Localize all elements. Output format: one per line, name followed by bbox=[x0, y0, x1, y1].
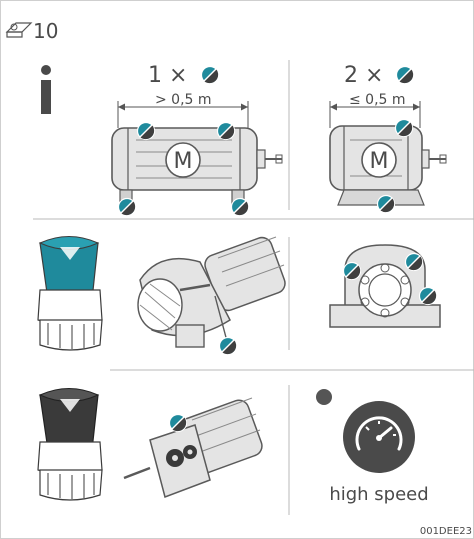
sensor-teal bbox=[37, 236, 103, 351]
panel-high-speed: high speed bbox=[316, 389, 429, 505]
panel-single-sensor: 1 × > 0,5 m M bbox=[111, 63, 283, 217]
info-icon bbox=[41, 65, 51, 114]
gearbox-motor bbox=[123, 397, 263, 498]
page-number: 10 bbox=[33, 19, 58, 43]
bearing-housing bbox=[329, 244, 441, 328]
svg-text:M: M bbox=[174, 149, 193, 174]
motor-long: M bbox=[111, 127, 283, 205]
count-label: 2 × bbox=[344, 63, 383, 88]
distance-label: ≤ 0,5 m bbox=[349, 92, 406, 108]
high-speed-label: high speed bbox=[329, 484, 428, 505]
svg-text:M: M bbox=[370, 149, 389, 174]
distance-label: > 0,5 m bbox=[155, 92, 212, 108]
sensor-badge bbox=[395, 65, 415, 85]
motor-short: M bbox=[329, 125, 447, 206]
speedometer-icon bbox=[343, 401, 415, 473]
fan-motor bbox=[137, 236, 286, 348]
book-icon bbox=[5, 22, 33, 38]
sensor-badge bbox=[200, 65, 220, 85]
sensor-black bbox=[37, 388, 103, 501]
document-code: 001DEE23 bbox=[420, 526, 472, 537]
count-label: 1 × bbox=[148, 63, 187, 88]
panel-double-sensor: 2 × ≤ 0,5 m M bbox=[329, 63, 447, 214]
